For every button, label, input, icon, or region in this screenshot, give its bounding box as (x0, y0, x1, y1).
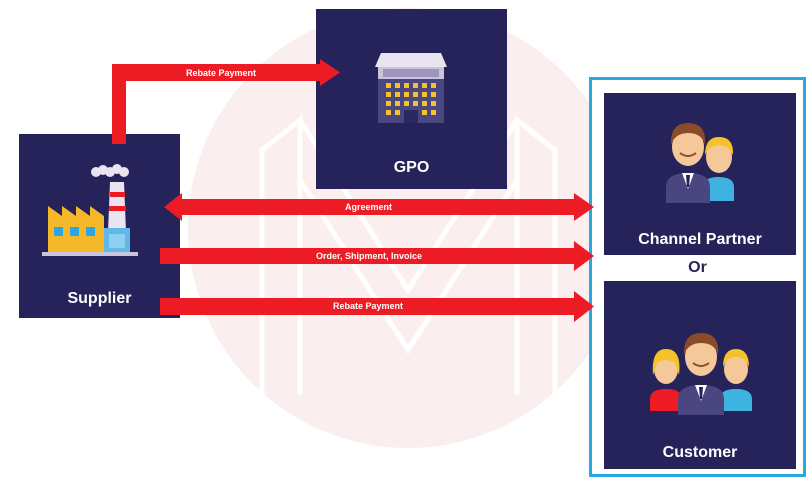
rebate-to-customer-label: Rebate Payment (333, 301, 404, 311)
order-shipment-invoice-label: Order, Shipment, Invoice (316, 251, 423, 261)
two-people-icon (666, 123, 734, 203)
supplier-label: Supplier (67, 290, 132, 307)
channel-partner-node: Channel Partner (604, 93, 796, 255)
factory-icon (42, 164, 138, 256)
three-people-icon (650, 333, 752, 415)
order-shipment-invoice-arrow (160, 241, 594, 271)
rebate-to-gpo-label: Rebate Payment (186, 68, 257, 78)
customer-label: Customer (662, 444, 738, 461)
channel-partner-label: Channel Partner (638, 231, 762, 248)
rebate-to-gpo-arrow (112, 59, 340, 144)
agreement-label: Agreement (345, 202, 393, 212)
office-building-icon (375, 53, 447, 123)
gpo-label: GPO (393, 159, 430, 176)
rebate-to-customer-arrow (160, 291, 594, 322)
agreement-arrow (164, 193, 594, 221)
or-label: Or (688, 259, 707, 276)
